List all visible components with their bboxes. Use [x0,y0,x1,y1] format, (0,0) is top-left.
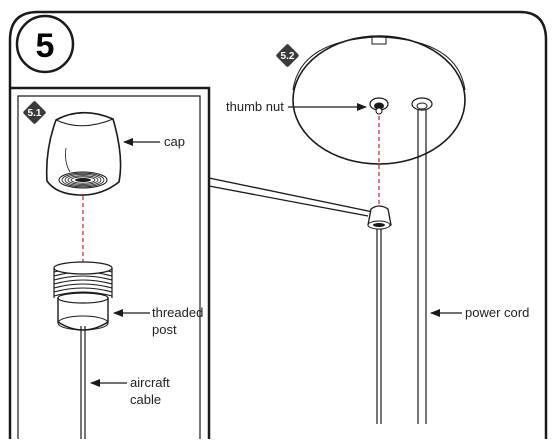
detail-connector-lines [208,177,374,217]
threaded-post-part [53,261,113,331]
cap-label: cap [164,134,185,149]
cord-grommet [411,97,433,111]
aircraft-cable-label-line2: cable [130,392,161,407]
step-number: 5 [36,27,55,65]
badge-5-2-label: 5.2 [281,51,295,62]
aircraft-cable-label-line1: aircraft [130,375,170,390]
badge-5-1: 5.1 [23,101,46,124]
outer-frame [8,10,548,439]
power-cord [417,110,427,424]
detail-panel-5-1 [10,86,211,439]
threaded-post-label-line1: threaded [152,305,203,320]
badge-5-2: 5.2 [276,44,299,67]
threaded-post-label-line2: post [152,322,177,337]
step-number-badge: 5 [15,14,75,74]
power-cord-label: power cord [465,305,529,320]
thumb-nut-part [369,97,389,115]
cap-part [45,111,122,196]
cap-thread-opening [58,171,108,189]
thumb-nut-label: thumb nut [226,99,284,114]
aircraft-cable-left [80,326,86,439]
badge-5-1-label: 5.1 [28,108,42,119]
aircraft-cable-right [376,229,382,424]
cap-assembled-right [367,205,392,230]
